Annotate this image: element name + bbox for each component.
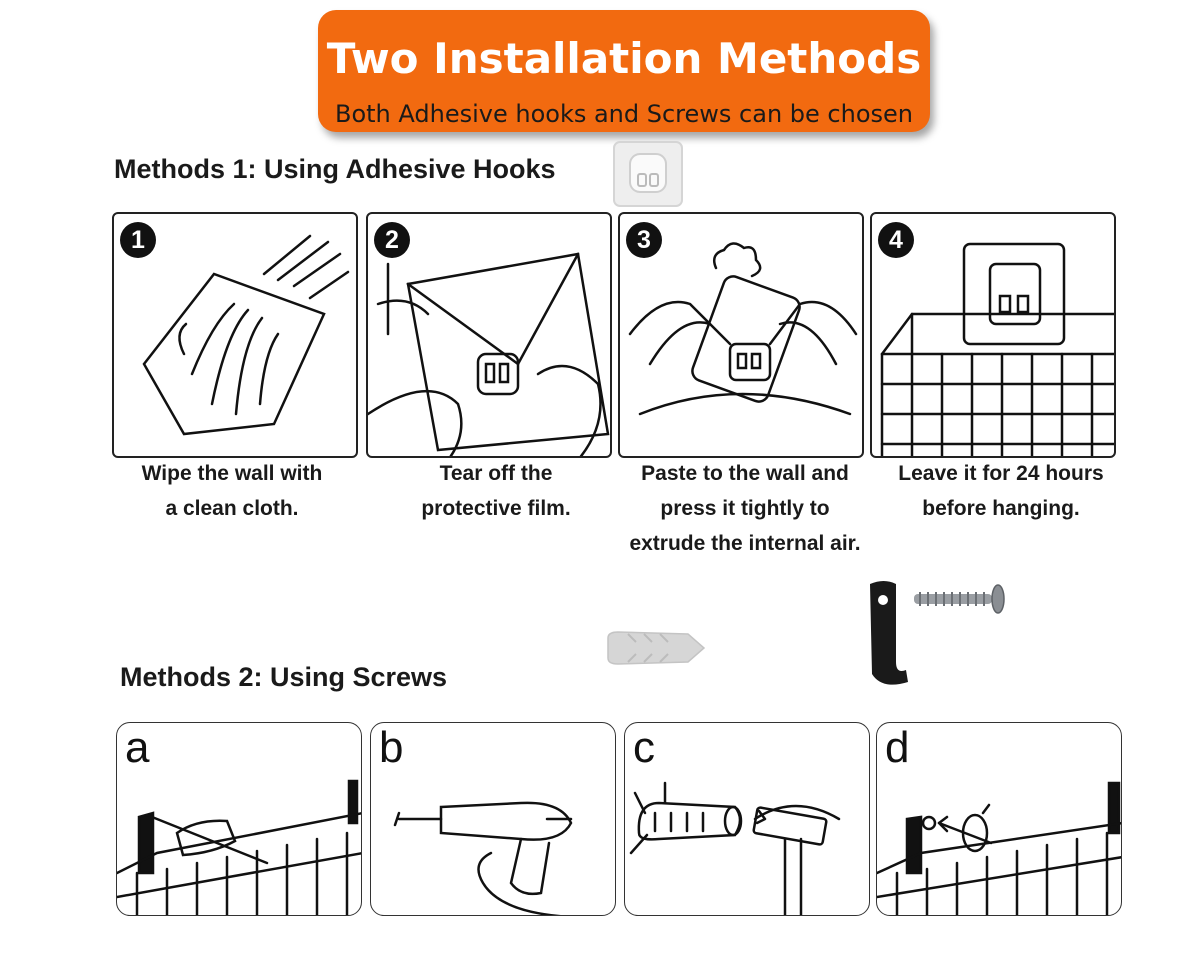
metal-hook-icon [870,581,908,685]
caption-line: a clean cloth. [165,497,299,520]
caption-line: protective film. [421,497,571,520]
step-2-badge: 2 [374,222,410,258]
banner-title: Two Installation Methods [326,34,922,83]
screw-step-d-panel: d [876,722,1122,916]
caption-line: extrude the internal air. [629,532,861,555]
screw-step-c-letter: c [633,723,655,772]
caption-line: Paste to the wall and [641,462,849,485]
step-1-caption: Wipe the wall with a clean cloth. [102,456,362,526]
step-4-panel: 4 [870,212,1116,458]
screw-in-illustration [877,781,1121,915]
screw-step-b-panel: b [370,722,616,916]
caption-line: before hanging. [922,497,1080,520]
step-3-panel: 3 [618,212,864,458]
caption-line: press it tightly to [660,497,830,520]
title-banner: Two Installation Methods Both Adhesive h… [318,10,930,132]
method1-title: Methods 1: Using Adhesive Hooks [114,154,556,184]
step-2-panel: 2 [366,212,612,458]
step-1-badge: 1 [120,222,156,258]
step-1-panel: 1 [112,212,358,458]
screw-step-a-panel: a [116,722,362,916]
drill-hole-illustration [393,801,573,915]
step-4-caption: Leave it for 24 hours before hanging. [870,456,1132,526]
press-hook-illustration [628,242,858,416]
screw-step-a-letter: a [125,723,150,772]
screw-step-d-letter: d [885,723,910,772]
wall-anchor-icon [607,631,706,665]
wipe-wall-illustration [142,234,350,436]
step-2-caption: Tear off the protective film. [366,456,626,526]
mark-wall-illustration [117,779,361,915]
banner-subtitle: Both Adhesive hooks and Screws can be ch… [334,100,913,128]
step-3-caption: Paste to the wall and press it tightly t… [610,456,880,561]
method2-title: Methods 2: Using Screws [120,662,448,692]
peel-film-illustration [368,252,610,456]
caption-line: Tear off the [439,462,553,485]
screw-icon [914,584,1005,614]
caption-line: Leave it for 24 hours [898,462,1104,485]
screw-step-b-letter: b [379,723,404,772]
screw-step-c-panel: c [624,722,870,916]
adhesive-hook-icon [613,141,683,207]
step-4-badge: 4 [878,222,914,258]
insert-anchor-illustration [629,781,841,915]
hanging-basket-illustration [880,242,1114,456]
caption-line: Wipe the wall with [141,462,323,485]
step-3-badge: 3 [626,222,662,258]
